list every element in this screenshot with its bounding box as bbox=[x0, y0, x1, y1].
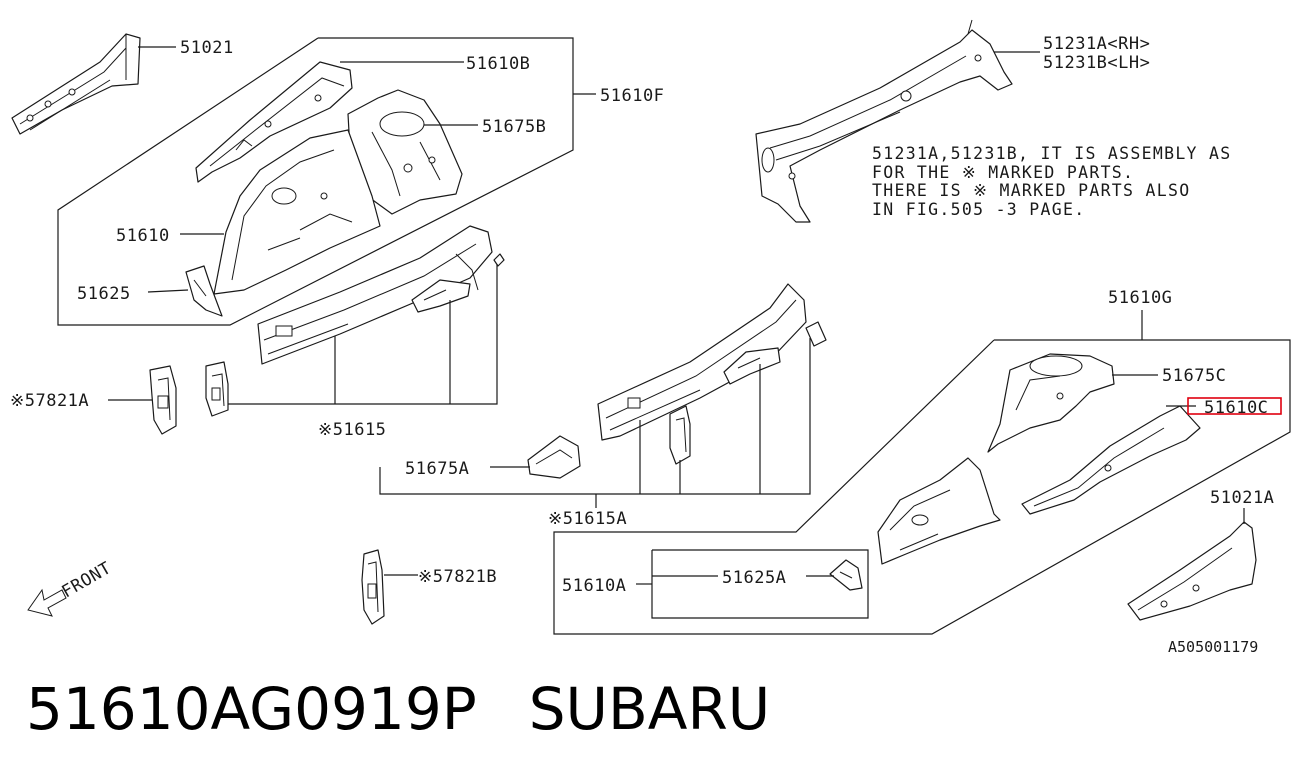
label-51615: ※51615 bbox=[318, 420, 386, 440]
label-57821a: ※57821A bbox=[10, 391, 89, 411]
part-number: 51610AG0919P bbox=[26, 675, 477, 743]
part-51615a-drawing bbox=[597, 283, 827, 441]
assembly-outline-51610f bbox=[57, 37, 574, 326]
note-line-3: THERE IS ※ MARKED PARTS ALSO bbox=[872, 181, 1190, 200]
label-51675c: 51675C bbox=[1162, 366, 1226, 386]
part-51610a-drawing bbox=[877, 457, 1001, 565]
label-51231b: 51231B<LH> bbox=[1043, 53, 1150, 73]
label-51610b: 51610B bbox=[466, 54, 530, 74]
label-51675a: 51675A bbox=[405, 459, 469, 479]
part-51625-drawing bbox=[185, 265, 223, 317]
part-57821a-drawing bbox=[149, 361, 229, 435]
label-51021a: 51021A bbox=[1210, 488, 1274, 508]
right-leader-lines bbox=[636, 310, 1196, 585]
assembly-outline-51610a bbox=[651, 549, 869, 619]
left-leader-lines bbox=[108, 46, 596, 405]
highlight-box-51610c bbox=[1187, 397, 1282, 415]
part-51021a-drawing bbox=[1127, 508, 1257, 621]
figure-reference: A505001179 bbox=[1168, 638, 1258, 656]
part-51610c-drawing bbox=[1021, 405, 1201, 515]
label-51625a: 51625A bbox=[722, 568, 786, 588]
part-51021-drawing bbox=[11, 33, 141, 135]
part-51231-drawing bbox=[755, 19, 1040, 223]
part-51625a-drawing bbox=[829, 559, 863, 591]
part-51675c-drawing bbox=[987, 353, 1115, 453]
assembly-outline-51610g bbox=[553, 339, 1291, 635]
label-57821b: ※57821B bbox=[418, 567, 497, 587]
note-line-1: 51231A,51231B, IT IS ASSEMBLY AS bbox=[872, 144, 1231, 163]
label-51615a: ※51615A bbox=[548, 509, 627, 529]
label-51610f: 51610F bbox=[600, 86, 664, 106]
label-51610a: 51610A bbox=[562, 576, 626, 596]
part-57821-mid-drawing bbox=[669, 405, 691, 465]
label-51610g: 51610G bbox=[1108, 288, 1172, 308]
label-51675b: 51675B bbox=[482, 117, 546, 137]
front-arrow-icon bbox=[27, 588, 67, 617]
label-51625: 51625 bbox=[77, 284, 131, 304]
part-51610b-drawing bbox=[195, 61, 353, 183]
note-line-4: IN FIG.505 -3 PAGE. bbox=[872, 200, 1085, 219]
part-51615-drawing bbox=[257, 225, 493, 365]
label-51021: 51021 bbox=[180, 38, 234, 58]
assembly-note: 51231A,51231B, IT IS ASSEMBLY AS FOR THE… bbox=[872, 144, 1231, 219]
brand-name: SUBARU bbox=[528, 675, 771, 743]
part-bracket-51615-drawing bbox=[411, 253, 505, 313]
label-front: FRONT bbox=[59, 558, 115, 602]
center-leader-lines bbox=[379, 338, 811, 508]
label-51610: 51610 bbox=[116, 226, 170, 246]
note-line-2: FOR THE ※ MARKED PARTS. bbox=[872, 163, 1134, 182]
part-51675a-drawing bbox=[527, 435, 581, 479]
part-57821b-drawing bbox=[361, 549, 418, 625]
label-51231a: 51231A<RH> bbox=[1043, 34, 1150, 54]
part-51610-drawing bbox=[213, 129, 381, 295]
label-51610c: 51610C bbox=[1204, 398, 1268, 418]
